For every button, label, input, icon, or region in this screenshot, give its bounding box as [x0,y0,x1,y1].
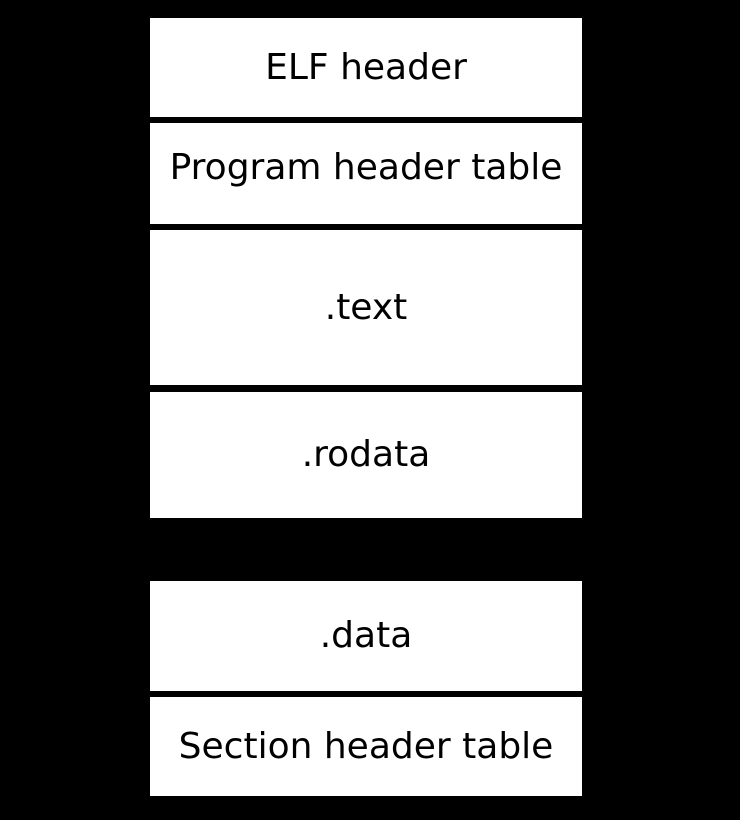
box-label-data-section: .data [319,615,413,656]
box-label-text-section: .text [324,286,408,328]
diagram-box-program-header-table: Program header table [150,123,582,224]
diagram-box-text-section: .text [150,230,582,385]
diagram-box-data-section: .data [150,581,582,691]
diagram-box-section-header-table: Section header table [150,697,582,796]
box-label-section-header-table: Section header table [178,725,554,767]
diagram-box-elf-header: ELF header [150,18,582,117]
diagram-box-rodata-section: .rodata [150,392,582,518]
box-label-rodata-section: .rodata [301,434,431,475]
box-label-elf-header: ELF header [265,46,467,88]
box-label-program-header-table: Program header table [169,146,563,188]
